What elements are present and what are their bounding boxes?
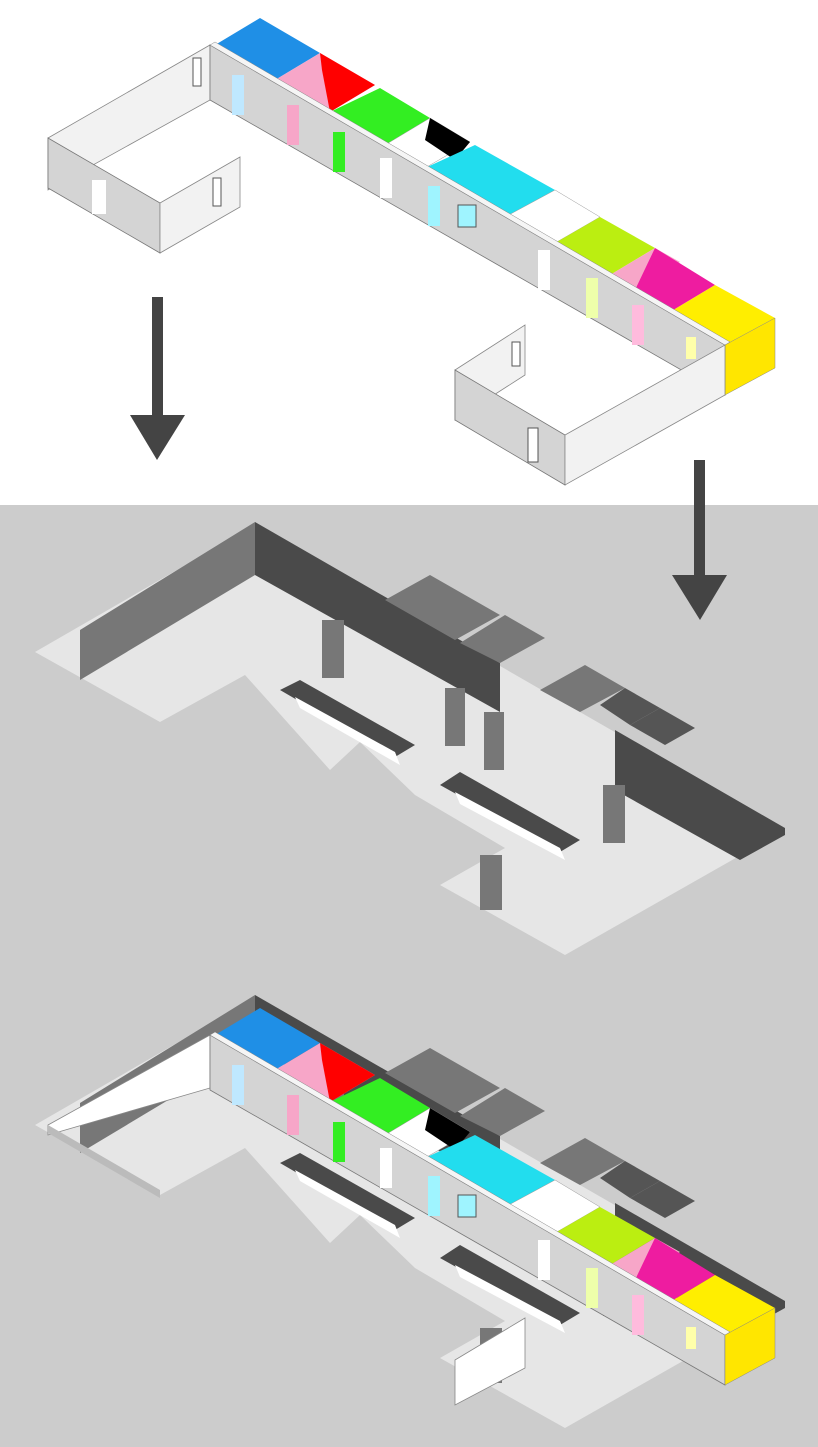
right-wing-front-wall [454,369,566,486]
arrow-shaft [694,460,705,582]
window [212,177,222,207]
door [92,180,106,214]
left-wing-floor-edge [48,1125,160,1198]
right-wing-white-wall [454,1317,526,1406]
right-wing-side-wall [564,344,726,486]
base-structure [35,522,785,955]
base-floor-plan [35,522,785,955]
arrow-head [672,575,727,620]
arrow-down-left [130,297,185,460]
arrow-down-right [672,460,727,620]
corridor-module-top [209,17,776,396]
window [192,57,202,87]
exploded-modules [47,17,776,486]
door [527,427,539,463]
left-wing-side-wall [159,156,241,254]
arrow-head [130,415,185,460]
arrow-shaft [152,297,163,422]
assembled-plan [35,995,785,1428]
window [511,341,521,367]
assembled-floor-plan [35,995,785,1428]
